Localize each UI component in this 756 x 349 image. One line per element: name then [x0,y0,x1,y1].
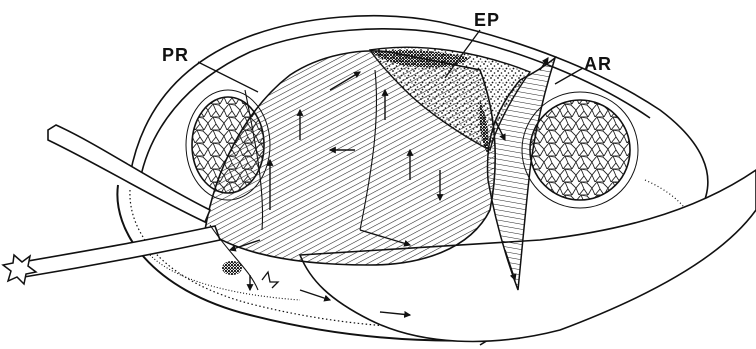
star-tip [3,255,36,284]
label-ar: AR [584,54,612,74]
siphon-tube [22,125,220,277]
label-ep: EP [474,10,500,30]
label-pr: PR [162,45,189,65]
